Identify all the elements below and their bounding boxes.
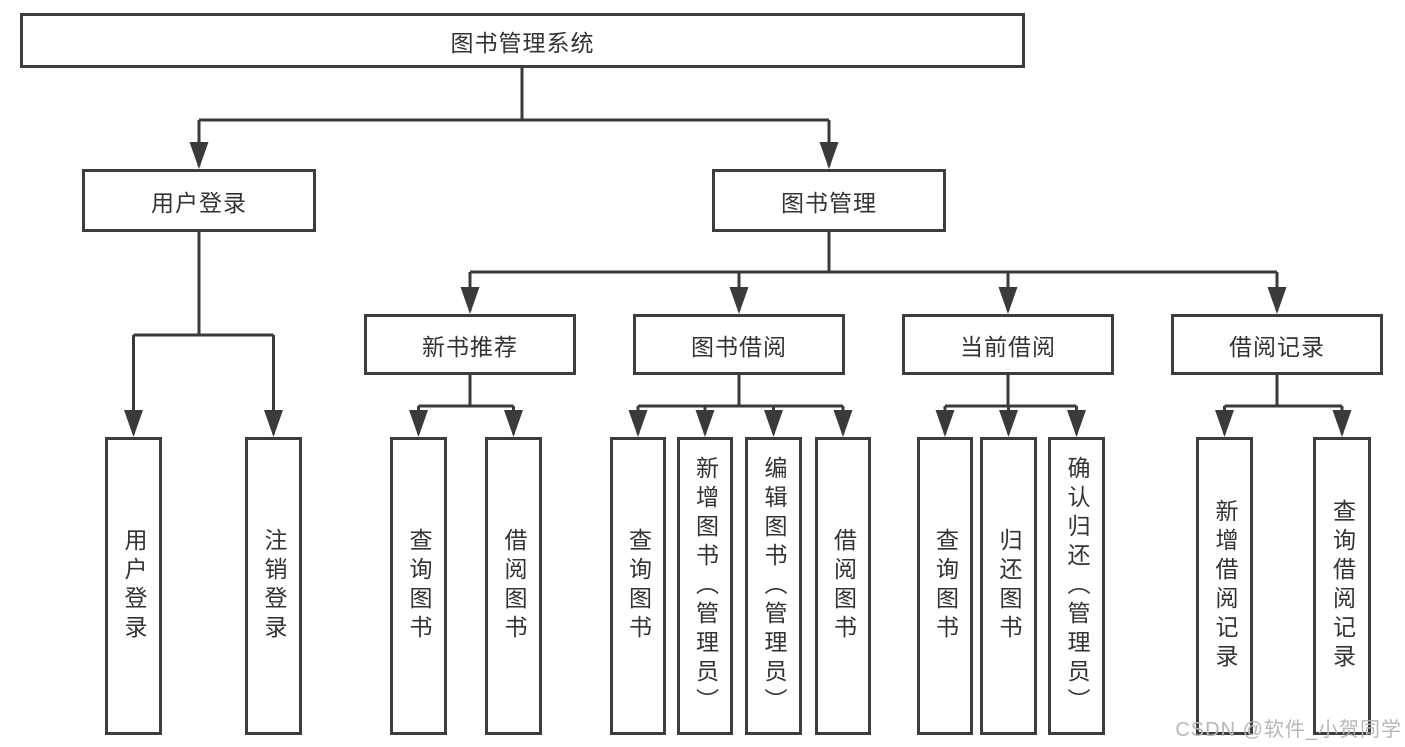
- arrowhead-icon: [1267, 287, 1287, 314]
- node-new-book-recommend-label: 新书推荐: [422, 333, 518, 360]
- leaf-return-book: 归还图书: [980, 437, 1037, 735]
- leaf-logout-label: 注销登录: [261, 528, 287, 644]
- node-book-management-label: 图书管理: [781, 189, 877, 216]
- arrowhead-icon: [998, 287, 1018, 314]
- leaf-borrow-query-book-label: 查询图书: [625, 528, 652, 644]
- node-current-borrow-label: 当前借阅: [960, 333, 1056, 360]
- leaf-recommend-query-book: 查询图书: [390, 437, 447, 735]
- leaf-borrow-query-book: 查询图书: [610, 437, 666, 735]
- node-current-borrow: 当前借阅: [902, 314, 1114, 375]
- arrowhead-icon: [819, 142, 839, 169]
- leaf-confirm-return-admin: 确认归还（管理员）: [1048, 437, 1105, 735]
- arrowhead-icon: [695, 410, 715, 437]
- leaf-recommend-query-book-label: 查询图书: [406, 528, 432, 644]
- csdn-watermark: CSDN @软件_小贺同学: [1175, 719, 1402, 741]
- leaf-recommend-borrow-book-label: 借阅图书: [501, 528, 527, 644]
- leaf-borrow-book: 借阅图书: [815, 437, 871, 735]
- arrowhead-icon: [409, 410, 428, 437]
- arrowhead-icon: [504, 410, 523, 437]
- arrowhead-icon: [460, 287, 480, 314]
- node-book-management: 图书管理: [712, 169, 946, 232]
- arrowhead-icon: [264, 410, 283, 437]
- arrowhead-icon: [124, 410, 143, 437]
- arrowhead-icon: [189, 142, 209, 169]
- node-user-login: 用户登录: [82, 169, 316, 232]
- leaf-current-query-book: 查询图书: [917, 437, 973, 735]
- arrowhead-icon: [1215, 410, 1234, 437]
- node-root: 图书管理系统: [20, 13, 1025, 68]
- leaf-user-login: 用户登录: [105, 437, 162, 735]
- tree-edges: [132, 68, 1344, 434]
- leaf-user-login-label: 用户登录: [121, 528, 147, 644]
- leaf-add-book-admin-label: 新增图书（管理员）: [692, 455, 719, 717]
- leaf-borrow-book-label: 借阅图书: [830, 528, 857, 644]
- leaf-add-borrow-record: 新增借阅记录: [1196, 437, 1253, 735]
- arrowhead-icon: [999, 410, 1018, 437]
- arrowhead-icon: [1067, 410, 1086, 437]
- leaf-return-book-label: 归还图书: [996, 528, 1022, 644]
- arrowhead-icon: [729, 287, 749, 314]
- leaf-edit-book-admin: 编辑图书（管理员）: [745, 437, 802, 735]
- leaf-add-borrow-record-label: 新增借阅记录: [1212, 499, 1238, 673]
- node-book-borrow: 图书借阅: [633, 314, 845, 375]
- leaf-recommend-borrow-book: 借阅图书: [485, 437, 542, 735]
- node-new-book-recommend: 新书推荐: [364, 314, 576, 375]
- arrowhead-icon: [935, 410, 955, 437]
- arrowhead-icon: [764, 410, 783, 437]
- leaf-query-borrow-record-label: 查询借阅记录: [1329, 499, 1356, 673]
- arrowhead-icon: [833, 410, 853, 437]
- node-user-login-label: 用户登录: [151, 189, 247, 216]
- node-root-label: 图书管理系统: [450, 29, 595, 56]
- node-book-borrow-label: 图书借阅: [691, 333, 787, 360]
- leaf-query-borrow-record: 查询借阅记录: [1313, 437, 1371, 735]
- leaf-edit-book-admin-label: 编辑图书（管理员）: [761, 455, 787, 717]
- leaf-current-query-book-label: 查询图书: [932, 528, 959, 644]
- leaf-logout: 注销登录: [245, 437, 302, 735]
- node-borrow-record-label: 借阅记录: [1229, 333, 1325, 360]
- leaf-confirm-return-admin-label: 确认归还（管理员）: [1064, 455, 1090, 717]
- leaf-add-book-admin: 新增图书（管理员）: [677, 437, 733, 735]
- arrowhead-icon: [628, 410, 648, 437]
- arrowhead-icon: [1332, 410, 1352, 437]
- node-borrow-record: 借阅记录: [1171, 314, 1383, 375]
